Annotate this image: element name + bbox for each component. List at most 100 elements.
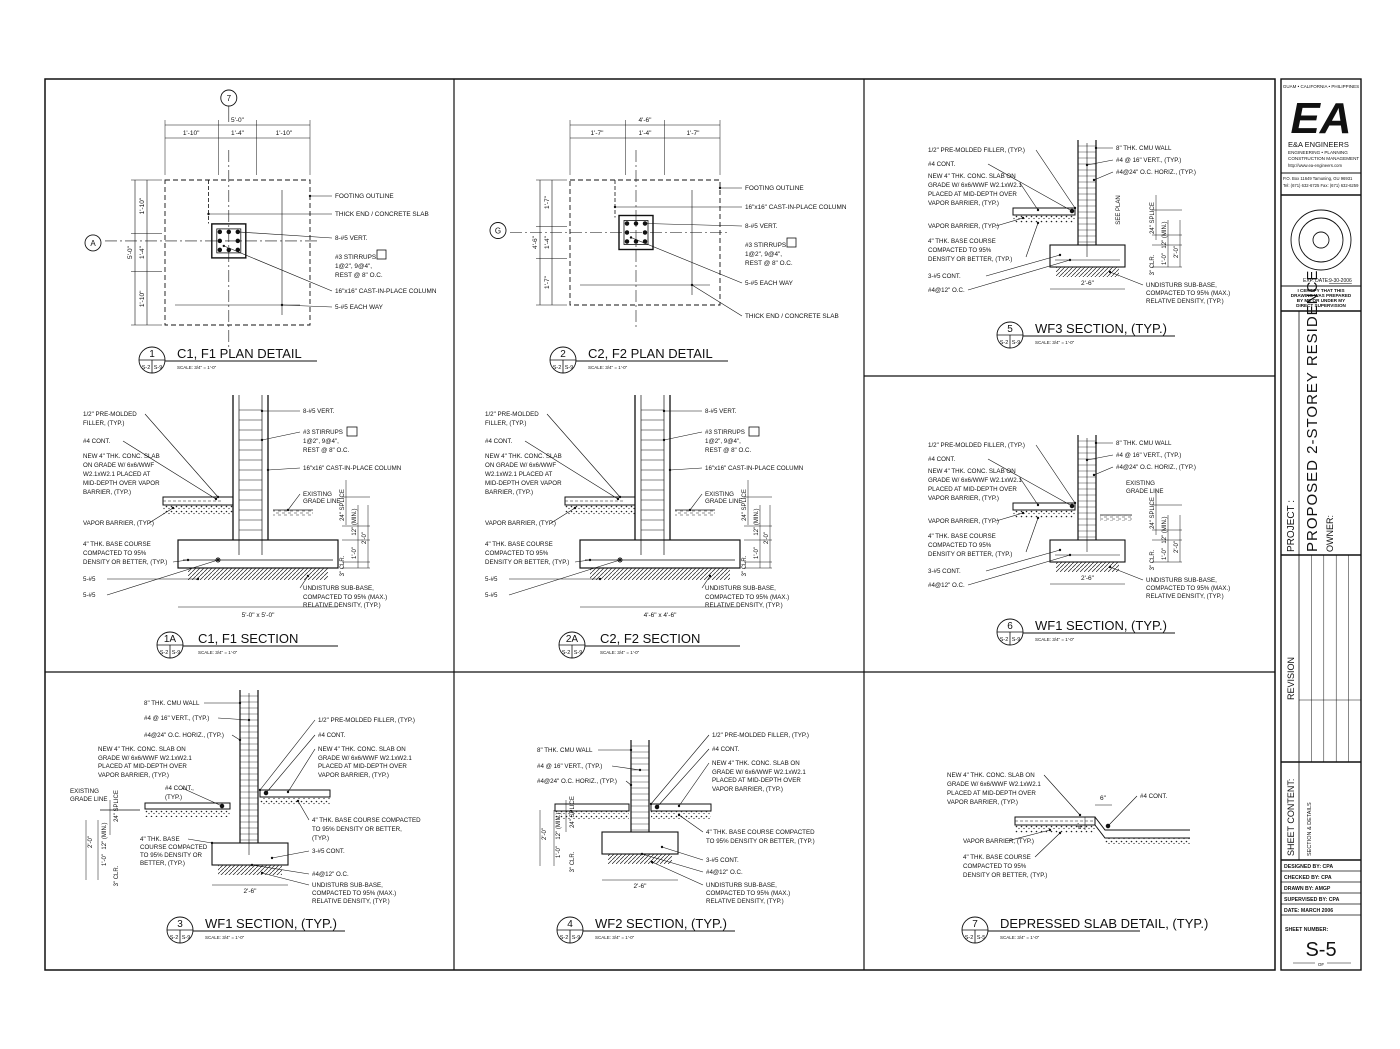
dimension-text: 24" SPLICE [570,796,576,828]
section-note: VAPOR BARRIER, (TYP.) [712,786,783,793]
detail-title: C1, F1 SECTION [198,631,298,646]
section-note: RELATIVE DENSITY, (TYP.) [303,602,381,609]
dimension-text: 2'-6" [1081,575,1095,582]
section-note: #4 CONT. [712,746,739,753]
leader-line [1035,444,1076,504]
section-note: DENSITY OR BETTER, (TYP.) [485,559,569,566]
leader-dot [1092,178,1096,182]
leader-dot [207,212,210,216]
section-note: VAPOR BARRIER, (TYP.) [928,223,999,230]
dimension-text: 2'-6" [1081,280,1095,287]
leader-dot [1021,216,1025,220]
leader-line [261,431,301,441]
section-note: COMPACTED TO 95% (MAX.) [1146,290,1230,297]
firm-phone: Tel: (671) 632-6725 Fax: (671) 632-6259 [1283,183,1359,188]
rebar-dot [217,229,223,235]
section-note: 5-#5 [485,592,498,599]
leader-dot [1036,221,1040,225]
grid-label: A [90,239,96,248]
detail-title: C2, F2 SECTION [600,631,700,646]
section-note: #4@24" O.C. HORIZ., (TYP.) [537,778,617,785]
dimension-text: 12" (MIN.) [352,508,358,535]
leader-dot [662,438,666,442]
section-note: 5-#5 [485,576,498,583]
leader-dot [1073,501,1077,505]
section-note: DENSITY OR BETTER, (TYP.) [928,551,1012,558]
slab [1012,502,1076,511]
sub-base [188,568,328,580]
leader-dot [260,438,264,442]
leader-line [297,800,310,821]
footing-outline [569,179,721,306]
section-note: 16"x16" CAST-IN-PLACE COLUMN [705,465,803,472]
section-note: VAPOR BARRIER, (TYP.) [98,772,169,779]
leader-line [223,245,333,292]
of-label: OF [1318,962,1325,967]
section-note: ON GRADE W/ 6x6/WWF [83,462,154,469]
leader-dot [1021,511,1025,515]
section-note: FILLER, (TYP.) [83,420,125,427]
section-note: #4 @ 16" VERT., (TYP.) [1116,157,1181,164]
sub-base [1056,562,1119,572]
detail-title: WF1 SECTION, (TYP.) [205,916,337,931]
dimension-text: 1'-4" [544,235,551,249]
leader-line [650,734,710,805]
leader-dot [677,813,681,817]
dimension-text: 1'-0" [1162,548,1168,560]
section-note: 8" THK. CMU WALL [1116,440,1172,447]
leader-line [1086,454,1114,461]
leader-dot [1058,253,1062,257]
dimension-text: 1'-7" [544,195,551,209]
leader-line [663,431,703,441]
section-note: VAPOR BARRIER, (TYP.) [318,772,389,779]
section-note: BETTER, (TYP.) [140,860,185,867]
detail-title: WF1 SECTION, (TYP.) [1035,618,1167,633]
section-note: 16"x16" CAST-IN-PLACE COLUMN [303,465,401,472]
leader-dot [264,791,268,795]
base-course [555,811,629,819]
dimension-text: 4" [1077,822,1084,829]
section-note: GRADE LINE [1126,488,1163,495]
section-note: W2.1xW2.1 PLACED AT [83,471,150,478]
section-note: GRADE LINE [70,796,107,803]
plan-note: 8-#5 VERT. [745,223,778,230]
leader-line [271,850,310,859]
section-note: 8-#5 VERT. [303,408,335,415]
exp-date: 9-30-2006 [1329,278,1352,284]
grid-label: G [495,227,501,236]
dimension-text: 2'-6" [634,883,648,890]
dimension-text: 2'-0" [362,532,368,544]
leader-dot [616,497,620,501]
section-note: VAPOR BARRIER, (TYP.) [928,495,999,502]
leader-dot [258,788,262,792]
leader-line [187,838,213,844]
sheet-ref: S-5 [977,935,986,941]
leader-line [1025,517,1039,553]
leader-line [995,512,1024,522]
dimension-text: 1'-4" [639,130,653,137]
leader-line [967,554,1071,586]
section-note: #4@12" O.C. [928,287,965,294]
section-note: #4 @ 16" VERT., (TYP.) [1116,452,1181,459]
section-note: PLACED AT MID-DEPTH OVER [318,763,407,770]
leader-dot [266,468,270,472]
leader-dot [618,558,622,562]
plan-note: #3 STIRRUPS [335,254,376,261]
sheet-content-label: SHEET CONTENT: [1286,779,1296,856]
leader-dot [618,495,622,499]
dimension-text: 1'-10" [276,130,293,137]
leader-line [299,575,309,589]
section-note: 3-#5 CONT. [706,857,739,864]
dimension-text: 24" SPLICE [1150,497,1156,529]
leader-dot [588,558,592,562]
leader-dot [1036,503,1040,507]
section-note: #4 @ 16" VERT., (TYP.) [144,715,209,722]
rebar-section [617,557,623,563]
plan-note: FOOTING OUTLINE [335,193,394,200]
leader-dot [260,871,264,875]
section-note: TO 95% DENSITY OR [140,852,203,859]
section-note: #4@24" O.C. HORIZ., (TYP.) [144,732,224,739]
sheet-number-label: SHEET NUMBER: [1285,927,1329,933]
base-course [145,809,230,817]
